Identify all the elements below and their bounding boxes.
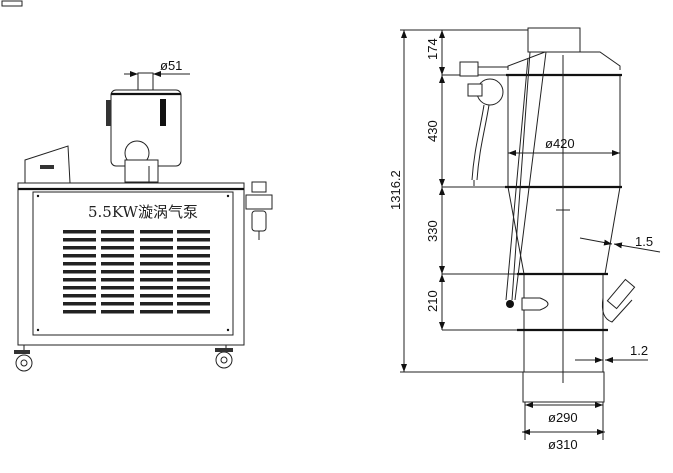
louver-slot xyxy=(101,262,134,266)
louver-slot xyxy=(177,294,210,298)
pipe-diameter-label: ø51 xyxy=(160,58,182,73)
louver-slot xyxy=(63,310,96,314)
louver-slot xyxy=(63,294,96,298)
louver-slot xyxy=(63,230,96,234)
louver-slot xyxy=(63,246,96,250)
louver-slot xyxy=(63,270,96,274)
cone-thickness-label: 1.5 xyxy=(635,234,653,249)
louver-slot xyxy=(140,310,173,314)
louver-slot xyxy=(101,270,134,274)
louver-slot xyxy=(140,270,173,274)
body-diameter-label: ø420 xyxy=(545,136,575,151)
height-210: 210 xyxy=(425,290,440,312)
air-filter-regulator xyxy=(245,181,273,240)
louver-slot xyxy=(177,302,210,306)
louver-slot xyxy=(177,270,210,274)
louver-slot xyxy=(177,246,210,250)
control-box xyxy=(24,145,71,184)
inlet-pipe xyxy=(137,72,154,91)
louver-slot xyxy=(177,262,210,266)
louver-slot xyxy=(101,238,134,242)
louver-slot xyxy=(101,254,134,258)
louver-slot xyxy=(140,254,173,258)
louver-slot xyxy=(63,254,96,258)
louver-slot xyxy=(101,230,134,234)
clamp-left xyxy=(106,100,111,126)
louver-slot xyxy=(140,262,173,266)
louver-slot xyxy=(63,238,96,242)
louver-slot xyxy=(177,278,210,282)
louver-slot xyxy=(101,294,134,298)
louver-slot xyxy=(63,262,96,266)
louver-slot xyxy=(63,278,96,282)
cone xyxy=(507,186,621,275)
height-430: 430 xyxy=(425,120,440,142)
wall-thickness-label: 1.2 xyxy=(630,343,648,358)
hopper-loader-view: 1316.2 174 430 330 210 xyxy=(388,27,661,452)
vent-louvers xyxy=(63,230,210,314)
wheel-left xyxy=(15,354,33,372)
louver-slot xyxy=(177,238,210,242)
louver-slot xyxy=(63,286,96,290)
louver-slot xyxy=(140,238,173,242)
height-330: 330 xyxy=(425,220,440,242)
louver-slot xyxy=(101,246,134,250)
outer-outlet-diameter-label: ø310 xyxy=(548,437,578,452)
pump-cabinet-view: ø51 5.5KW漩涡气泵 xyxy=(14,58,273,372)
motor-box xyxy=(527,27,581,53)
louver-slot xyxy=(177,286,210,290)
louver-slot xyxy=(101,302,134,306)
vacuum-hose xyxy=(505,51,547,301)
louver-slot xyxy=(140,246,173,250)
height-174: 174 xyxy=(425,38,440,60)
material-inlet xyxy=(521,297,549,311)
wheel-right xyxy=(215,351,233,369)
louver-slot xyxy=(101,286,134,290)
louver-slot xyxy=(140,286,173,290)
louver-slot xyxy=(63,302,96,306)
louver-slot xyxy=(177,254,210,258)
side-elbow xyxy=(601,297,633,323)
louver-slot xyxy=(101,310,134,314)
louver-slot xyxy=(140,278,173,282)
top-lid xyxy=(507,51,621,70)
clamp-right xyxy=(160,99,166,126)
valve-assembly xyxy=(459,61,508,186)
louver-slot xyxy=(177,230,210,234)
pump-label: 5.5KW漩涡气泵 xyxy=(88,203,198,221)
louver-slot xyxy=(177,310,210,314)
inner-outlet-diameter-label: ø290 xyxy=(548,410,578,425)
total-height-label: 1316.2 xyxy=(388,170,403,210)
corner-mark xyxy=(1,0,23,7)
louver-slot xyxy=(140,302,173,306)
louver-slot xyxy=(140,230,173,234)
louver-slot xyxy=(101,278,134,282)
louver-slot xyxy=(140,294,173,298)
